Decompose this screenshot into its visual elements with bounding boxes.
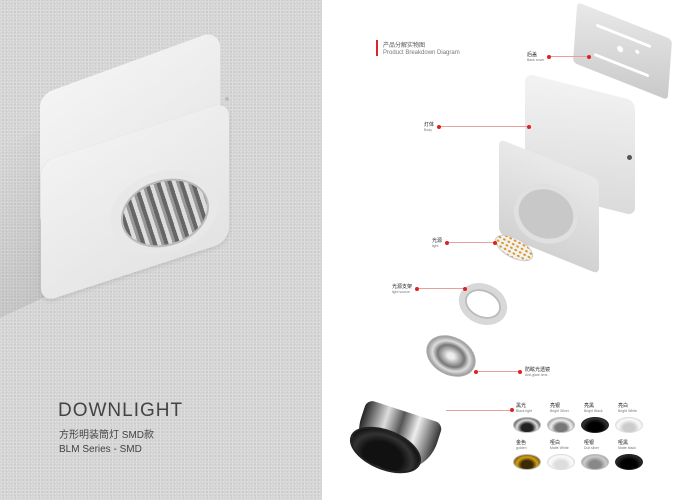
callout-label: 防眩光透镜 Anti-glare lens <box>525 366 550 377</box>
callout-en: light <box>432 244 439 248</box>
variant-swatch <box>513 454 541 470</box>
variant-swatch <box>615 454 643 470</box>
callout-light-source: 光源 light <box>432 237 498 248</box>
variant-swatch <box>547 417 575 433</box>
variant-cn: 哑黑 <box>618 440 629 446</box>
section-heading: 产品分解实物图 Product Breakdown Diagram <box>376 40 460 56</box>
callout-dot <box>518 369 522 374</box>
variant-swatch <box>581 417 609 433</box>
callout-label: 光源支架 light source <box>392 283 412 294</box>
variant-en: Dull silver <box>584 446 600 450</box>
callout-en: Body <box>424 128 432 132</box>
variant-en: Matte White <box>550 446 569 450</box>
callout-line <box>449 242 494 243</box>
callout-dot <box>445 240 450 245</box>
callout-dot <box>437 124 442 129</box>
variant-bright-white: 亮白 Bright White <box>612 402 646 433</box>
brand-block: DOWNLIGHT 方形明装筒灯 SMD款 BLM Series - SMD <box>58 400 183 455</box>
section-title-cn: 产品分解实物图 <box>383 43 426 49</box>
variant-en: golden <box>516 446 527 450</box>
callout-anti-glare-lens: 防眩光透镜 Anti-glare lens <box>474 366 550 377</box>
variant-bright-black: 亮黑 Bright Black <box>578 402 612 433</box>
variant-matte-black: 哑黑 Matte black <box>612 439 646 470</box>
variant-cn: 亮银 <box>550 403 561 409</box>
callout-back-cover: 后盖 Back cover <box>527 51 592 62</box>
callout-cn: 后盖 <box>527 52 538 58</box>
callout-en: Anti-glare lens <box>525 373 548 377</box>
callout-label: 后盖 Back cover <box>527 51 544 62</box>
product-series: BLM Series - SMD <box>59 444 142 455</box>
callout-dot <box>463 286 468 291</box>
product-subtitle-cn: 方形明装筒灯 SMD款 <box>59 430 154 441</box>
plate-hole <box>635 49 640 55</box>
callout-cn: 防眩光透镜 <box>525 367 551 373</box>
callout-label: 灯体 Body <box>424 121 434 132</box>
callout-dot <box>415 286 420 291</box>
variant-cn: 黑光 <box>516 403 527 409</box>
downlight-fixture-image <box>35 29 230 303</box>
callout-line <box>446 409 510 411</box>
reflector-image <box>343 399 444 485</box>
callout-dot <box>474 369 478 374</box>
callout-line <box>478 371 518 372</box>
variant-cn: 亮白 <box>618 403 629 409</box>
callout-cn: 光源支架 <box>392 284 413 290</box>
variant-en: Bright Black <box>584 409 603 413</box>
variant-black-light: 黑光 Black light <box>510 402 544 433</box>
cube-screw <box>627 155 632 160</box>
callout-reflector <box>446 408 514 412</box>
product-title: DOWNLIGHT <box>58 400 184 421</box>
callout-en: Back cover <box>527 58 545 62</box>
variant-swatch <box>581 454 609 470</box>
variant-swatch <box>513 417 541 433</box>
callout-cn: 光源 <box>432 238 443 244</box>
callout-en: light source <box>392 290 410 294</box>
variant-dull-silver: 哑银 Dull silver <box>578 439 612 470</box>
fixture-screw <box>225 97 229 101</box>
callout-dot <box>547 54 552 59</box>
variant-en: Bright Silver <box>550 409 569 413</box>
variant-golden: 金色 golden <box>510 439 544 470</box>
variant-swatch <box>615 417 643 433</box>
callout-label: 光源 light <box>432 237 442 248</box>
variant-matte-white: 哑白 Matte White <box>544 439 578 470</box>
callout-dot <box>510 408 514 412</box>
callout-light-source-holder: 光源支架 light source <box>392 283 468 294</box>
callout-dot <box>493 240 498 245</box>
body-image <box>497 73 642 275</box>
variant-cn: 金色 <box>516 440 527 446</box>
callout-dot <box>587 54 592 59</box>
product-photo-panel: DOWNLIGHT 方形明装筒灯 SMD款 BLM Series - SMD <box>0 0 322 500</box>
plate-slot <box>596 23 652 49</box>
variant-en: Matte black <box>618 446 636 450</box>
callout-line <box>441 126 528 127</box>
variant-bright-silver: 亮银 Bright Silver <box>544 402 578 433</box>
variant-cn: 哑白 <box>550 440 561 446</box>
plate-slot <box>593 52 650 78</box>
section-title-en: Product Breakdown Diagram <box>383 50 460 56</box>
callout-body: 灯体 Body <box>424 121 532 132</box>
callout-dot <box>527 124 532 129</box>
callout-line <box>551 56 588 57</box>
variant-cn: 亮黑 <box>584 403 595 409</box>
callout-cn: 灯体 <box>424 122 435 128</box>
callout-line <box>419 288 464 289</box>
plate-hole <box>616 44 624 54</box>
variant-cn: 哑银 <box>584 440 595 446</box>
variant-en: Bright White <box>618 409 638 413</box>
reflector-color-variants: 黑光 Black light 亮银 Bright Silver 亮黑 Brigh… <box>510 402 678 470</box>
variant-swatch <box>547 454 575 470</box>
variant-en: Black light <box>516 409 532 413</box>
